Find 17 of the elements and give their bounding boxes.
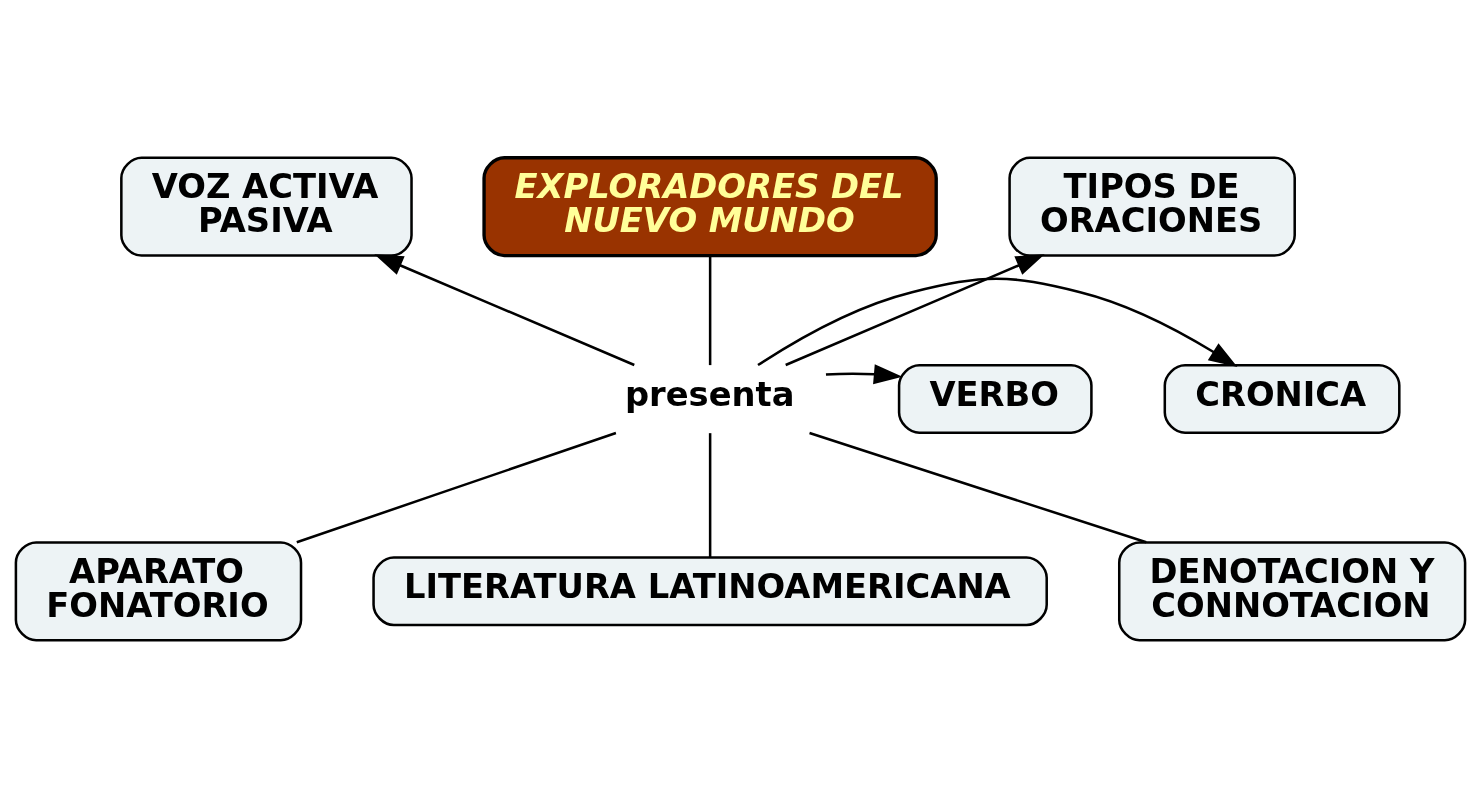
node-box: EXPLORADORES DEL NUEVO MUNDO bbox=[482, 155, 938, 257]
node-box: CRONICA bbox=[1163, 363, 1401, 434]
node-text: presenta bbox=[624, 374, 795, 414]
node-box: TIPOS DE ORACIONES bbox=[1008, 156, 1296, 257]
node-box: VERBO bbox=[897, 363, 1093, 434]
arrow bbox=[374, 253, 635, 366]
node-box: LITERATURA LATINOAMERICANA bbox=[372, 555, 1048, 626]
connector bbox=[708, 432, 712, 558]
node-box: APARATO FONATORIO bbox=[14, 540, 303, 641]
arrow bbox=[757, 276, 1238, 367]
node-box: VOZ ACTIVA PASIVA bbox=[120, 156, 413, 257]
arrow bbox=[825, 363, 903, 384]
connector bbox=[809, 431, 1147, 543]
connector bbox=[296, 431, 617, 543]
connector bbox=[708, 255, 712, 365]
arrow bbox=[785, 253, 1045, 366]
node-box: DENOTACION Y CONNOTACION bbox=[1118, 540, 1467, 641]
